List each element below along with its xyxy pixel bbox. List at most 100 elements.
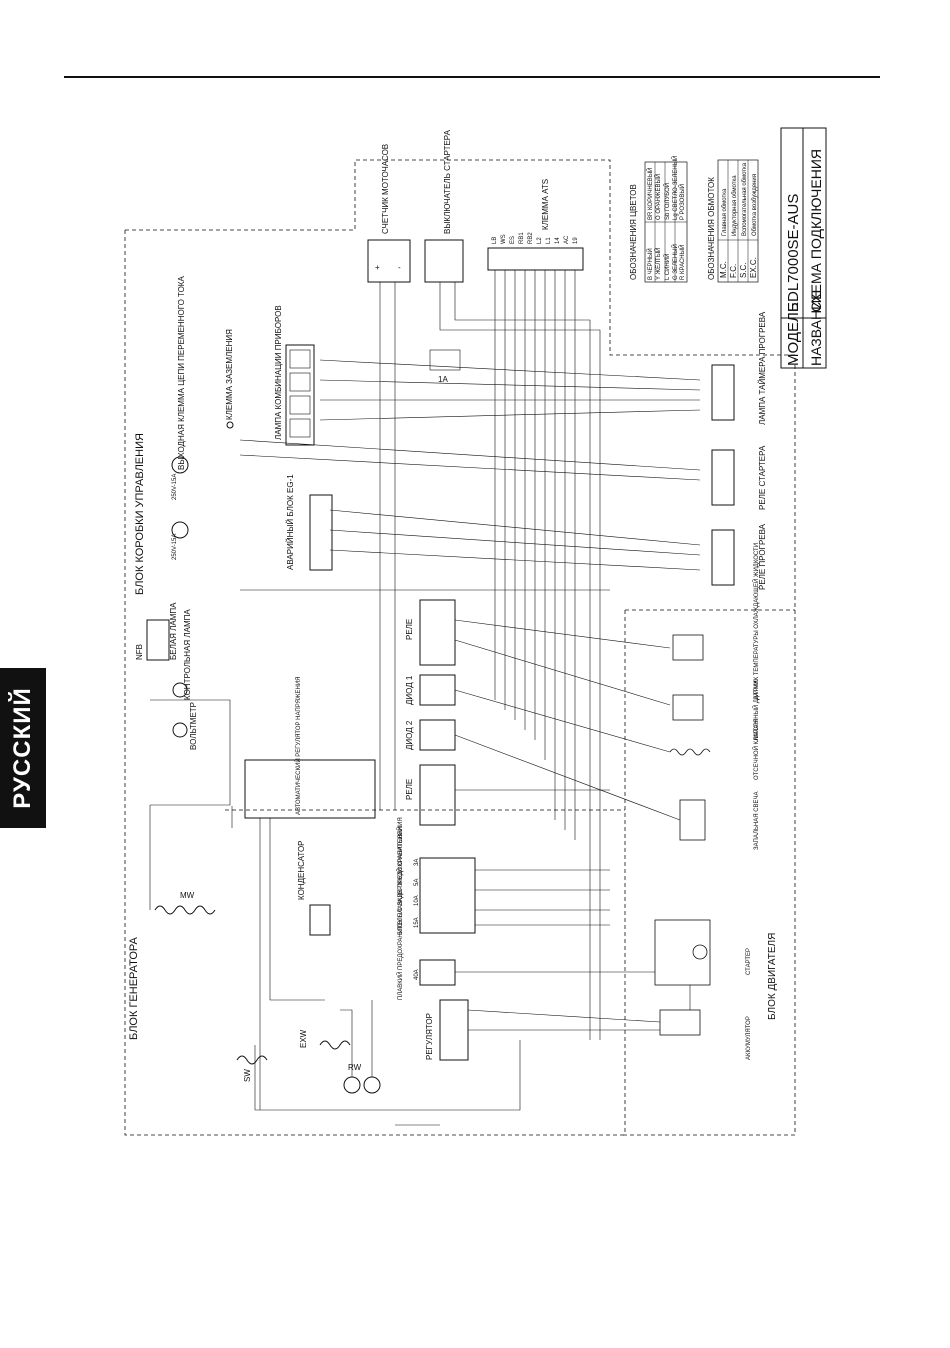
ats-terminal: КЛЕММА ATS LB WS ES RB1 RB2 L2 L1 14 AC …: [487, 179, 584, 271]
svg-text:Sb ГОЛУБОЙ: Sb ГОЛУБОЙ: [663, 183, 671, 220]
ground-post: [226, 421, 234, 429]
mw-coil: [154, 905, 216, 915]
ground-terminal-label: КЛЕММА ЗАЗЕМЛЕНИЯ: [225, 329, 234, 420]
svg-text:РЕЛЕ: РЕЛЕ: [405, 779, 414, 800]
avr: АВТОМАТИЧЕСКИЙ РЕГУЛЯТОР НАПРЯЖЕНИЯ: [244, 677, 376, 819]
preheat-timer: ЛАМПА ТАЙМЕРА ПРОГРЕВА: [711, 311, 767, 425]
battery: [659, 1009, 701, 1036]
svg-text:19: 19: [573, 237, 579, 244]
color-legend-title: ОБОЗНАЧЕНИЯ ЦВЕТОВ: [629, 184, 638, 280]
pilot-lamp-label: КОНТРОЛЬНАЯ ЛАМПА: [183, 609, 192, 700]
svg-text:Индукторная обмотка: Индукторная обмотка: [732, 175, 738, 236]
name-value: СХЕМА ПОДКЛЮЧЕНИЯ: [808, 149, 824, 312]
svg-text:АВАРИЙНЫЙ БЛОК EG-1: АВАРИЙНЫЙ БЛОК EG-1: [286, 474, 295, 570]
model-label: МОДЕЛЬ: [785, 302, 802, 366]
starter-motor: [692, 944, 708, 960]
svg-text:РЕЛЕ СТАРТЕРА: РЕЛЕ СТАРТЕРА: [758, 445, 767, 510]
svg-text:Главная обмотка: Главная обмотка: [722, 188, 728, 236]
svg-text:Вспомогательная обмотка: Вспомогательная обмотка: [742, 162, 748, 236]
rw-minus: [363, 1076, 381, 1094]
svg-text:СЧЕТЧИК МОТОЧАСОВ: СЧЕТЧИК МОТОЧАСОВ: [381, 144, 390, 234]
solenoid-coil: [669, 748, 711, 756]
svg-text:LB: LB: [492, 237, 498, 244]
svg-text:R КРАСНЫЙ: R КРАСНЫЙ: [678, 245, 686, 280]
condenser: КОНДЕНСАТОР: [297, 841, 331, 936]
pilot-lamp: [172, 682, 188, 698]
svg-text:ДИОД 2: ДИОД 2: [405, 720, 414, 750]
svg-text:+: +: [375, 263, 380, 272]
svg-text:NFB: NFB: [135, 644, 144, 660]
svg-text:WS: WS: [501, 234, 507, 244]
svg-text:EXW: EXW: [299, 1029, 308, 1048]
svg-text:Обмотка возбуждения: Обмотка возбуждения: [752, 174, 758, 236]
svg-text:EX.C.: EX.C.: [749, 257, 758, 278]
svg-text:RB2: RB2: [528, 232, 534, 244]
exw-coil: [319, 1040, 351, 1050]
wiring-harness: [149, 270, 701, 1126]
main-fuse: ПЛАВКИЙ ПРЕДОХРАНИТЕЛЬ С ЗАДЕРЖКОЙ СРАБА…: [396, 817, 456, 1000]
rw-plus: [343, 1076, 361, 1094]
top-rule: [64, 76, 880, 78]
svg-text:F.C.: F.C.: [729, 264, 738, 278]
coolant-sensor-label: ДАТЧИК ТЕМПЕРАТУРЫ ОХЛАЖДАЮЩЕЙ ЖИДКОСТИ: [752, 543, 760, 700]
battery-label: АККУМУЛЯТОР: [746, 1016, 752, 1060]
white-lamp-label: БЕЛАЯ ЛАМПА: [169, 602, 178, 660]
nfb: NFB: [135, 619, 170, 661]
starter-relay: РЕЛЕ СТАРТЕРА: [711, 445, 767, 510]
engine-block-title: БЛОК ДВИГАТЕЛЯ: [767, 933, 778, 1020]
svg-text:Y ЖЕЛТЫЙ: Y ЖЕЛТЫЙ: [654, 248, 662, 280]
oil-sensor-label: МАСЛЯНЫЙ ДАТЧИК: [752, 680, 760, 740]
svg-text:SW: SW: [243, 1069, 252, 1082]
svg-text:P РОЗОВЫЙ: P РОЗОВЫЙ: [678, 184, 686, 220]
svg-text:BR КОРИЧНЕВЫЙ: BR КОРИЧНЕВЫЙ: [646, 168, 654, 220]
voltmeter: [172, 722, 188, 738]
regulator: РЕГУЛЯТОР: [425, 999, 469, 1061]
glow-plug: [679, 799, 706, 841]
sw-coil: [236, 1055, 268, 1065]
generator-block-title: БЛОК ГЕНЕРАТОРА: [128, 937, 140, 1040]
svg-text:L2: L2: [537, 237, 543, 244]
svg-text:O ОРАНЖЕВЫЙ: O ОРАНЖЕВЫЙ: [654, 174, 662, 220]
language-tab: РУССКИЙ: [0, 668, 46, 828]
svg-text:1A: 1A: [438, 375, 448, 384]
ac-socket-2: [171, 521, 189, 539]
diode-1: ДИОД 1: [405, 674, 456, 706]
svg-text:AC: AC: [564, 235, 570, 244]
svg-text:15A: 15A: [414, 917, 420, 928]
voltmeter-label: ВОЛЬТМЕТР: [189, 702, 198, 750]
svg-text:ВЫКЛЮЧАТЕЛЬ СТАРТЕРА: ВЫКЛЮЧАТЕЛЬ СТАРТЕРА: [443, 129, 452, 234]
svg-text:ДИОД 1: ДИОД 1: [405, 675, 414, 705]
generator-frame: [124, 230, 625, 1136]
starter: [654, 919, 711, 986]
starter-label: СТАРТЕР: [746, 948, 752, 975]
solenoid-label: ОТСЕЧНОЙ КЛАПАН: [752, 720, 760, 780]
relay-upper: РЕЛЕ: [405, 599, 456, 666]
svg-text:ES: ES: [510, 236, 516, 244]
svg-text:РЕЛЕ ПРОГРЕВА: РЕЛЕ ПРОГРЕВА: [758, 523, 767, 590]
svg-text:ПЛАВКИЙ ПРЕДОХРАНИТЕЛЬ С ЗАДЕР: ПЛАВКИЙ ПРЕДОХРАНИТЕЛЬ С ЗАДЕРЖКОЙ СРАБА…: [396, 817, 404, 1000]
fuse-1a: 1A: [429, 349, 461, 384]
ac-socket-1: [171, 456, 189, 474]
svg-text:L СИНИЙ: L СИНИЙ: [663, 254, 671, 280]
svg-text:КЛЕММА ATS: КЛЕММА ATS: [541, 179, 550, 230]
outer-frame: [125, 159, 796, 1136]
color-legend: ОБОЗНАЧЕНИЯ ЦВЕТОВ B ЧЕРНЫЙ Y ЖЕЛТЫЙ L С…: [629, 156, 688, 283]
control-box-title: БЛОК КОРОБКИ УПРАВЛЕНИЯ: [134, 433, 146, 595]
svg-text:ЛАМПА КОМБИНАЦИИ ПРИБОРОВ: ЛАМПА КОМБИНАЦИИ ПРИБОРОВ: [274, 305, 283, 440]
winding-legend: ОБОЗНАЧЕНИЯ ОБМОТОК M.C. F.C. S.C. EX.C.…: [707, 159, 759, 283]
svg-text:250V-15A: 250V-15A: [172, 474, 178, 500]
ac-output-label: ВЫХОДНАЯ КЛЕММА ЦЕПИ ПЕРЕМЕННОГО ТОКА: [177, 276, 186, 470]
svg-text:L1: L1: [546, 237, 552, 244]
svg-text:-: -: [398, 263, 401, 272]
svg-text:РЕЛЕ: РЕЛЕ: [405, 619, 414, 640]
glow-plug-label: ЗАПАЛЬНАЯ СВЕЧА: [754, 791, 760, 850]
svg-text:ЛАМПА ТАЙМЕРА ПРОГРЕВА: ЛАМПА ТАЙМЕРА ПРОГРЕВА: [758, 311, 767, 425]
relay-lower: РЕЛЕ: [405, 764, 456, 826]
name-label: НАЗВАНИЕ: [808, 291, 824, 366]
svg-text:MW: MW: [180, 891, 195, 900]
svg-text:B ЧЕРНЫЙ: B ЧЕРНЫЙ: [646, 248, 654, 280]
diode-2: ДИОД 2: [405, 719, 456, 751]
svg-text:3A: 3A: [414, 859, 420, 866]
svg-text:5A: 5A: [414, 879, 420, 886]
